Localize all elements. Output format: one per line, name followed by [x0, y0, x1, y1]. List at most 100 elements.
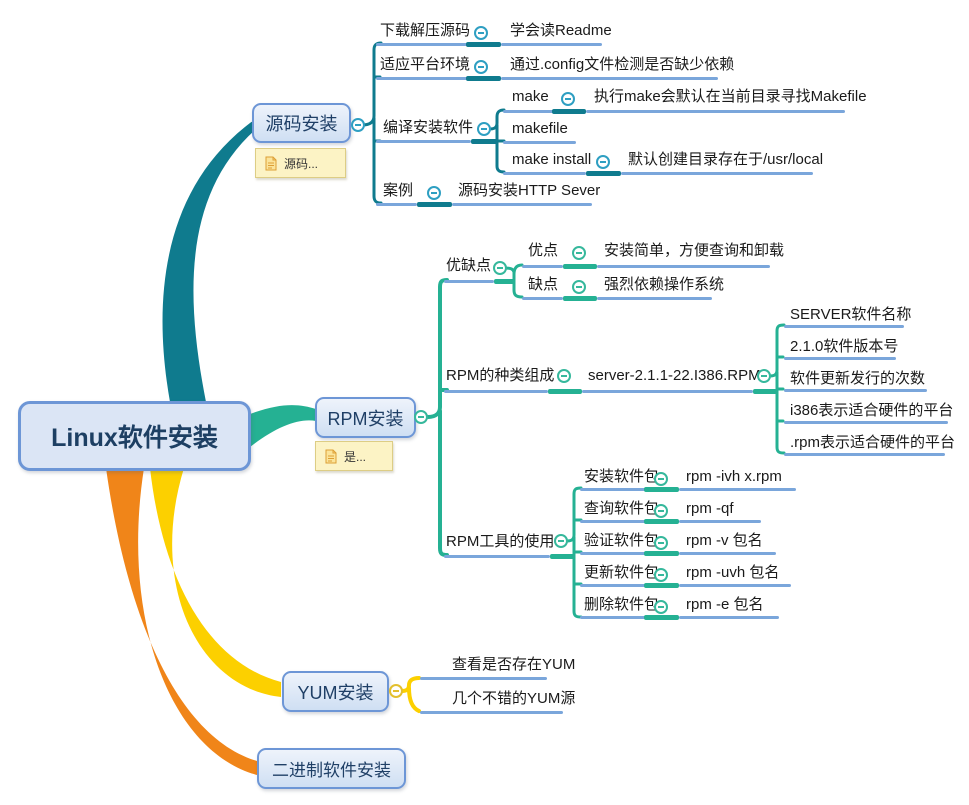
branch-segment: [644, 487, 679, 492]
node-kind-leaf[interactable]: .rpm表示适合硬件的平台: [790, 434, 956, 451]
underline: [420, 711, 563, 714]
node-yum-sources[interactable]: 几个不错的YUM源: [452, 690, 576, 707]
note-source[interactable]: 源码...: [255, 148, 346, 178]
collapse-icon-case[interactable]: [427, 186, 441, 200]
node-tool-erase[interactable]: 删除软件包: [584, 596, 660, 613]
underline: [597, 265, 770, 268]
node-compile[interactable]: 编译安装软件: [383, 119, 474, 136]
underline: [580, 552, 646, 555]
branch-segment: [563, 296, 597, 301]
node-con-desc[interactable]: 强烈依赖操作系统: [604, 276, 725, 293]
brace-yum: [400, 676, 421, 713]
collapse-icon-tool-verify[interactable]: [654, 536, 668, 550]
node-tool-update-cmd[interactable]: rpm -uvh 包名: [686, 564, 780, 581]
collapse-icon-pro[interactable]: [572, 246, 586, 260]
underline: [501, 43, 602, 46]
node-config-check[interactable]: 通过.config文件检测是否缺少依赖: [510, 56, 735, 73]
node-download[interactable]: 下载解压源码: [380, 22, 471, 39]
topic-yum[interactable]: YUM安装: [282, 671, 389, 712]
topic-rpm[interactable]: RPM安装: [315, 397, 416, 438]
node-platform[interactable]: 适应平台环境: [380, 56, 471, 73]
collapse-icon-tool-update[interactable]: [654, 568, 668, 582]
branch-curve-rpm: [250, 405, 316, 447]
node-make[interactable]: make: [512, 88, 549, 105]
node-kind-leaf[interactable]: i386表示适合硬件的平台: [790, 402, 954, 419]
collapse-icon-compile[interactable]: [477, 122, 491, 136]
collapse-icon-makeinstall[interactable]: [596, 155, 610, 169]
topic-source[interactable]: 源码安装: [252, 103, 351, 143]
underline: [420, 677, 547, 680]
collapse-icon-download[interactable]: [474, 26, 488, 40]
node-tool-query-cmd[interactable]: rpm -qf: [686, 500, 734, 517]
underline: [503, 141, 576, 144]
collapse-icon-tools[interactable]: [554, 534, 568, 548]
collapse-icon-tool-erase[interactable]: [654, 600, 668, 614]
node-con[interactable]: 缺点: [528, 276, 559, 293]
underline: [444, 280, 494, 283]
topic-binary[interactable]: 二进制软件安装: [257, 748, 406, 789]
node-tool-erase-cmd[interactable]: rpm -e 包名: [686, 596, 764, 613]
underline: [679, 488, 796, 491]
underline: [784, 453, 945, 456]
node-tool-verify[interactable]: 验证软件包: [584, 532, 660, 549]
node-kinds[interactable]: RPM的种类组成: [446, 367, 555, 384]
topic-rpm-label: RPM安装: [327, 408, 404, 429]
brace-source: [360, 41, 383, 205]
collapse-icon-yum[interactable]: [389, 684, 403, 698]
collapse-icon-rpm[interactable]: [414, 410, 428, 424]
root-topic-label: Linux软件安装: [51, 424, 218, 452]
underline: [503, 110, 555, 113]
brace-tools: [565, 486, 583, 619]
node-tool-query[interactable]: 查询软件包: [584, 500, 660, 517]
collapse-icon-filename[interactable]: [757, 369, 771, 383]
note-rpm[interactable]: 是...: [315, 441, 393, 471]
node-makeinstall[interactable]: make install: [512, 151, 592, 168]
topic-binary-label: 二进制软件安装: [272, 761, 391, 780]
branch-segment: [552, 109, 586, 114]
node-tool-install[interactable]: 安装软件包: [584, 468, 660, 485]
underline: [580, 520, 646, 523]
topic-yum-label: YUM安装: [297, 682, 374, 703]
collapse-icon-source[interactable]: [351, 118, 365, 132]
collapse-icon-proscons[interactable]: [493, 261, 507, 275]
node-makefile[interactable]: makefile: [512, 120, 568, 137]
node-yum-check[interactable]: 查看是否存在YUM: [452, 656, 576, 673]
node-usrlocal[interactable]: 默认创建目录存在于/usr/local: [628, 151, 824, 168]
collapse-icon-tool-install[interactable]: [654, 472, 668, 486]
underline: [376, 77, 472, 80]
underline: [522, 297, 563, 300]
node-tool-verify-cmd[interactable]: rpm -v 包名: [686, 532, 763, 549]
collapse-icon-kinds[interactable]: [557, 369, 571, 383]
node-pro-desc[interactable]: 安装简单，方便查询和卸载: [604, 242, 785, 259]
collapse-icon-make[interactable]: [561, 92, 575, 106]
underline: [376, 203, 417, 206]
note-source-text: 源码...: [284, 156, 319, 171]
node-tools[interactable]: RPM工具的使用: [446, 533, 555, 550]
node-tool-update[interactable]: 更新软件包: [584, 564, 660, 581]
node-tool-install-cmd[interactable]: rpm -ivh x.rpm: [686, 468, 782, 485]
node-proscons[interactable]: 优缺点: [446, 257, 492, 274]
collapse-icon-tool-query[interactable]: [654, 504, 668, 518]
node-rpm-filename[interactable]: server-2.1.1-22.I386.RPM: [588, 367, 761, 384]
node-kind-leaf[interactable]: 软件更新发行的次数: [790, 370, 926, 387]
node-http-server[interactable]: 源码安装HTTP Sever: [458, 182, 601, 199]
note-icon: [325, 449, 337, 463]
branch-segment: [466, 42, 501, 47]
branch-segment: [644, 583, 679, 588]
underline: [679, 584, 791, 587]
node-pro[interactable]: 优点: [528, 242, 559, 259]
node-kind-leaf[interactable]: 2.1.0软件版本号: [790, 338, 899, 355]
underline: [679, 616, 779, 619]
collapse-icon-con[interactable]: [572, 280, 586, 294]
branch-segment: [753, 389, 777, 394]
node-readme[interactable]: 学会读Readme: [510, 22, 612, 39]
underline: [679, 520, 761, 523]
node-make-desc[interactable]: 执行make会默认在当前目录寻找Makefile: [594, 88, 867, 105]
collapse-icon-platform[interactable]: [474, 60, 488, 74]
brace-rpm: [426, 278, 449, 557]
branch-segment: [466, 76, 501, 81]
node-case[interactable]: 案例: [383, 182, 414, 199]
root-topic[interactable]: Linux软件安装: [18, 401, 251, 471]
underline: [621, 172, 813, 175]
node-kind-leaf[interactable]: SERVER软件名称: [790, 306, 912, 323]
